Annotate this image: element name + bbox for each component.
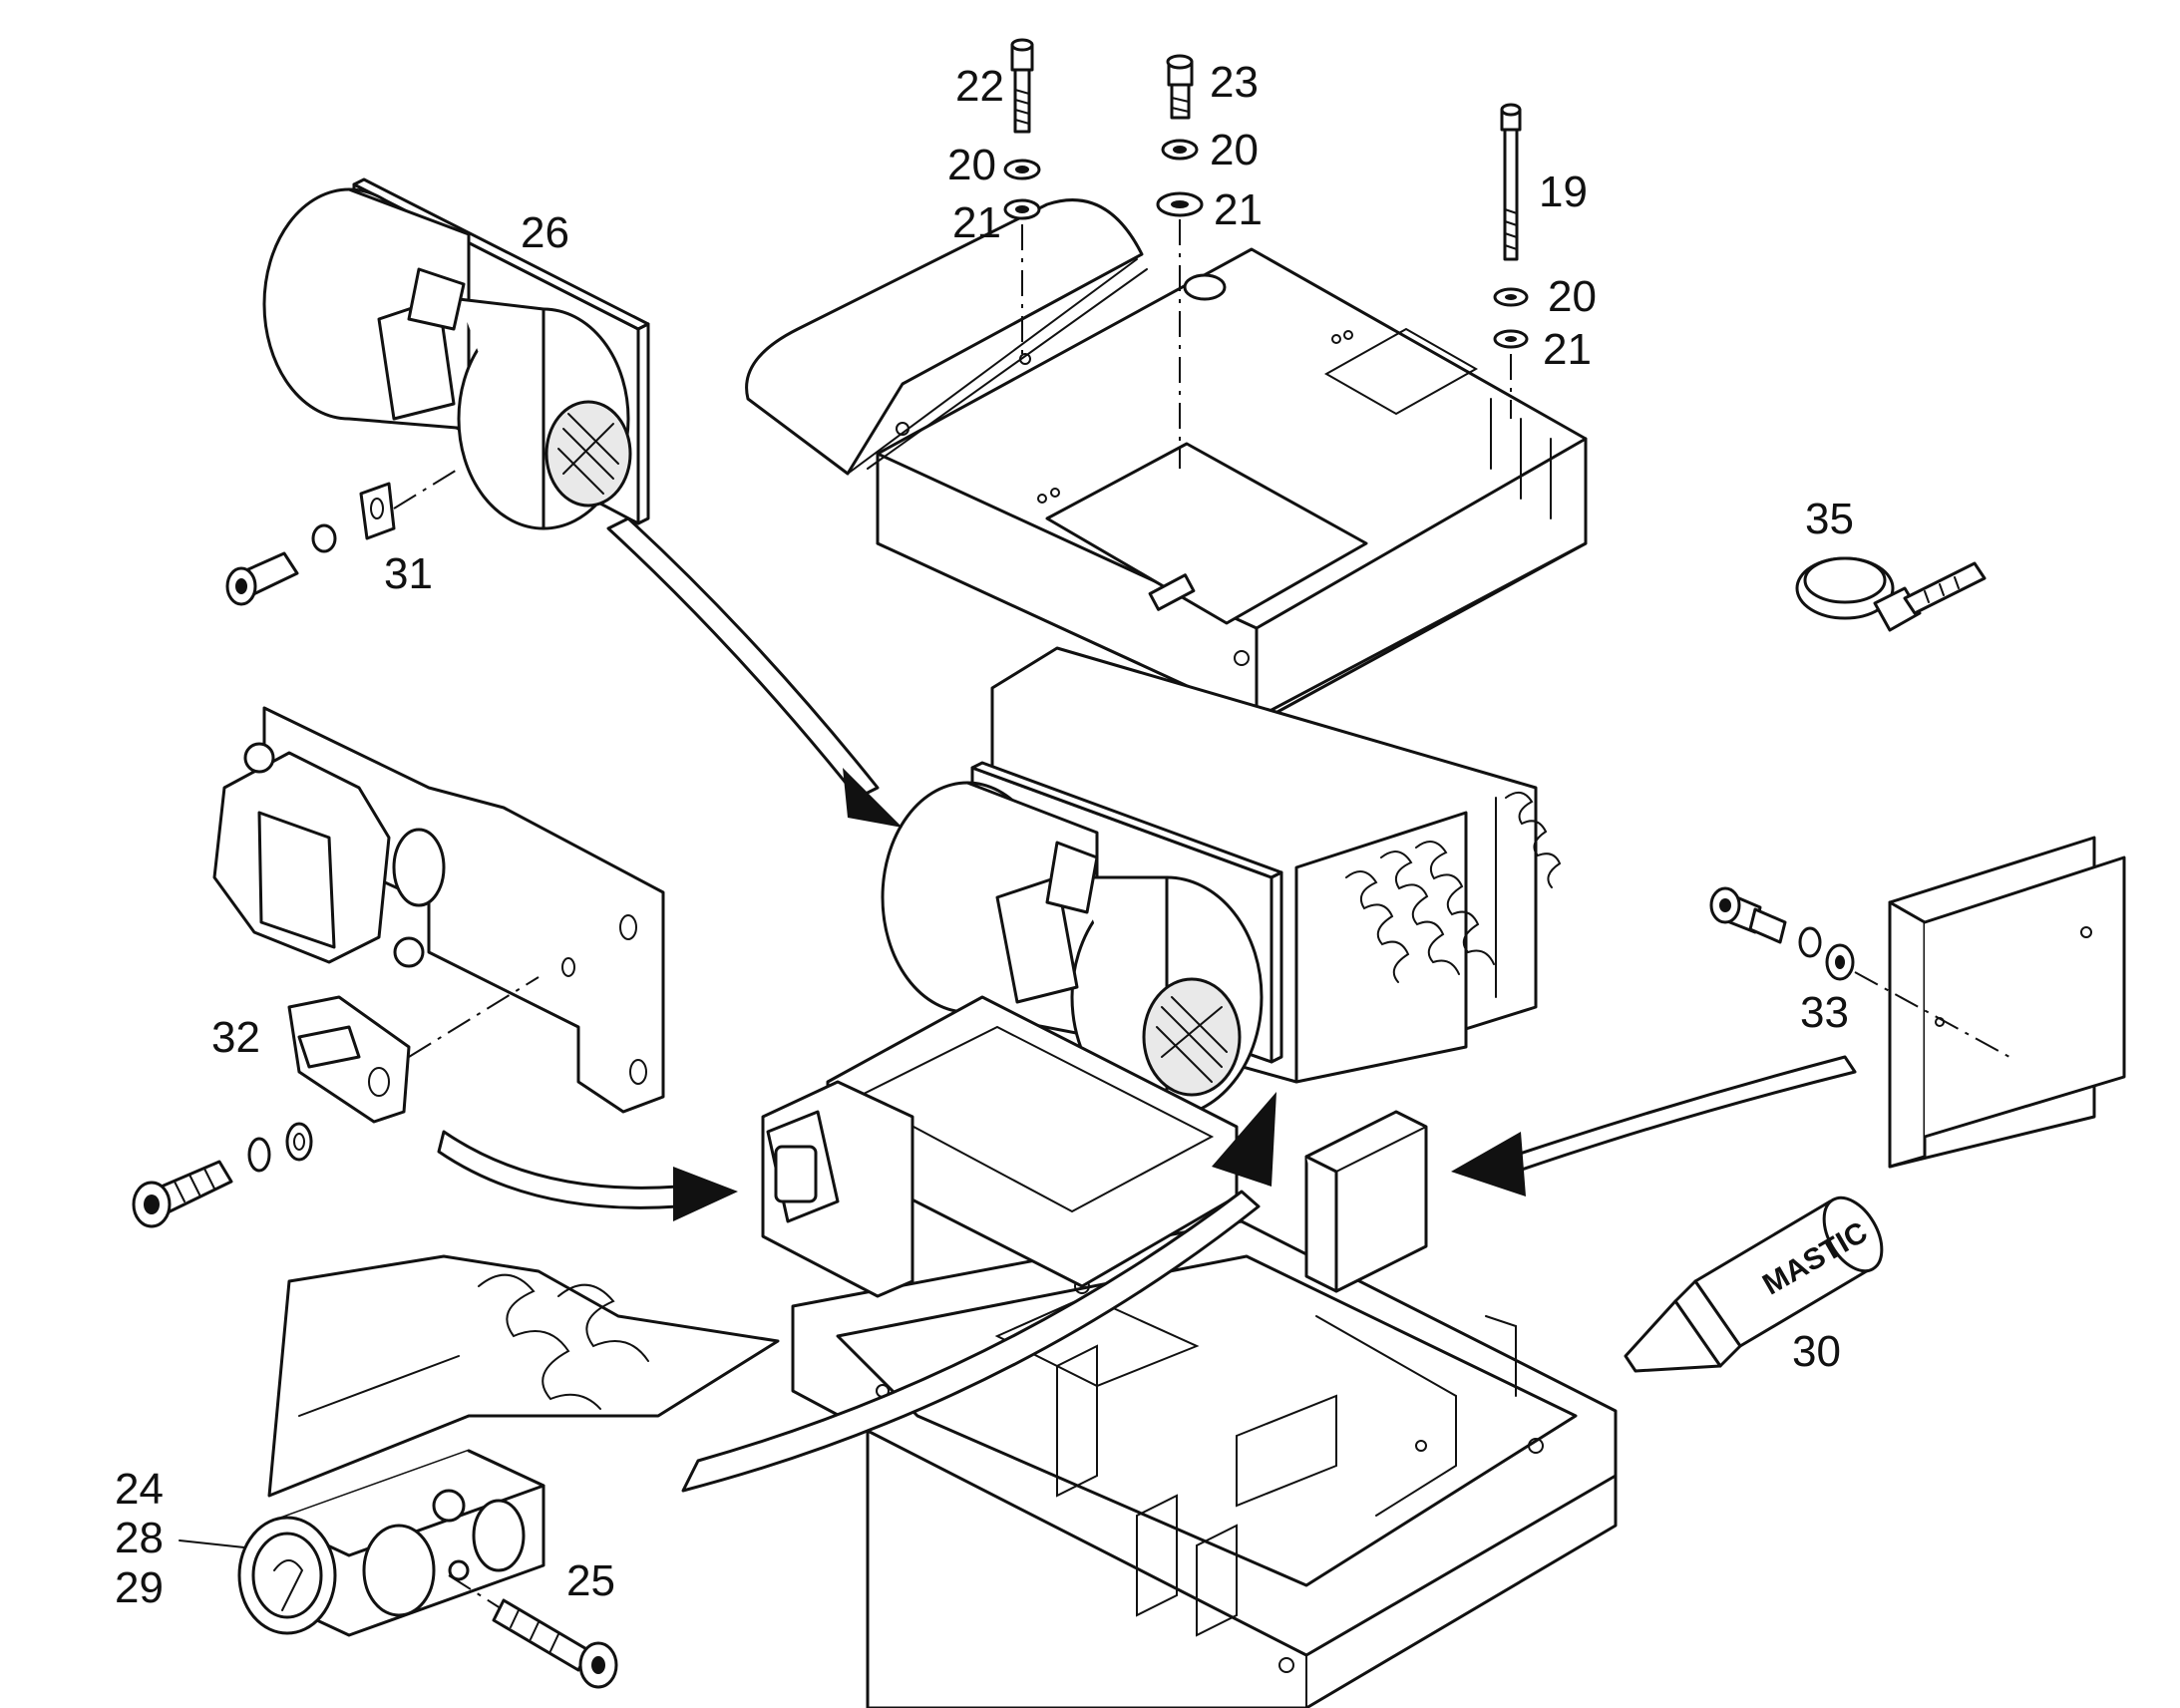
top-cover — [876, 247, 1588, 720]
callout-19: 19 — [1539, 168, 1588, 216]
actuator-bracket-installed — [761, 1080, 914, 1298]
actuator-bracket-assembly — [212, 706, 665, 1114]
screw-25 — [448, 1574, 618, 1689]
callout-21c: 21 — [1543, 325, 1592, 374]
screw-set-31 — [225, 468, 460, 606]
screw-set-32 — [132, 1122, 313, 1228]
cover-flap — [745, 198, 1148, 476]
coil-closeup-background — [267, 1254, 780, 1498]
callout-22: 22 — [955, 62, 1004, 111]
callout-numbers: 22 20 21 23 20 21 19 20 21 26 31 35 32 3… — [115, 58, 1854, 1612]
callout-25: 25 — [566, 1556, 615, 1605]
callout-35: 35 — [1805, 495, 1854, 543]
control-module-installed — [1304, 1110, 1428, 1293]
screw-22-stack — [1003, 38, 1041, 359]
callout-20b: 20 — [1210, 126, 1259, 174]
callout-26: 26 — [521, 208, 569, 257]
callout-33: 33 — [1800, 988, 1849, 1037]
callout-20a: 20 — [947, 141, 996, 189]
leader-line-28 — [179, 1539, 245, 1548]
callout-28: 28 — [115, 1514, 164, 1562]
coil-tubes — [1345, 791, 1562, 983]
screw-23-stack — [1156, 54, 1204, 469]
callout-31: 31 — [384, 549, 433, 598]
callout-21b: 21 — [1214, 185, 1263, 234]
mounting-block-32 — [287, 976, 540, 1124]
arrow-bracket-to-housing — [437, 1130, 738, 1221]
arrow-module-to-housing — [1451, 1055, 1857, 1196]
cable-tie-35 — [1795, 556, 1987, 632]
screw-set-33 — [1709, 886, 2010, 1058]
callout-23: 23 — [1210, 58, 1259, 107]
control-module-33 — [1888, 836, 2126, 1169]
main-blower-assembly — [881, 761, 1283, 1119]
callout-24: 24 — [115, 1465, 164, 1514]
arrow-blower-to-housing — [606, 516, 903, 828]
lower-housing — [791, 1219, 1618, 1708]
callout-20c: 20 — [1548, 272, 1597, 321]
screw-19-stack — [1493, 103, 1529, 419]
callout-30: 30 — [1792, 1327, 1841, 1376]
arrow-valve-to-housing — [681, 1092, 1276, 1493]
expansion-valve-24 — [237, 1449, 545, 1637]
callout-29: 29 — [115, 1563, 164, 1612]
callout-32: 32 — [211, 1013, 260, 1062]
mastic-tube-30: MASTIC — [1624, 1196, 1884, 1373]
callout-21a: 21 — [952, 198, 1001, 247]
blower-assembly-26 — [262, 177, 650, 530]
